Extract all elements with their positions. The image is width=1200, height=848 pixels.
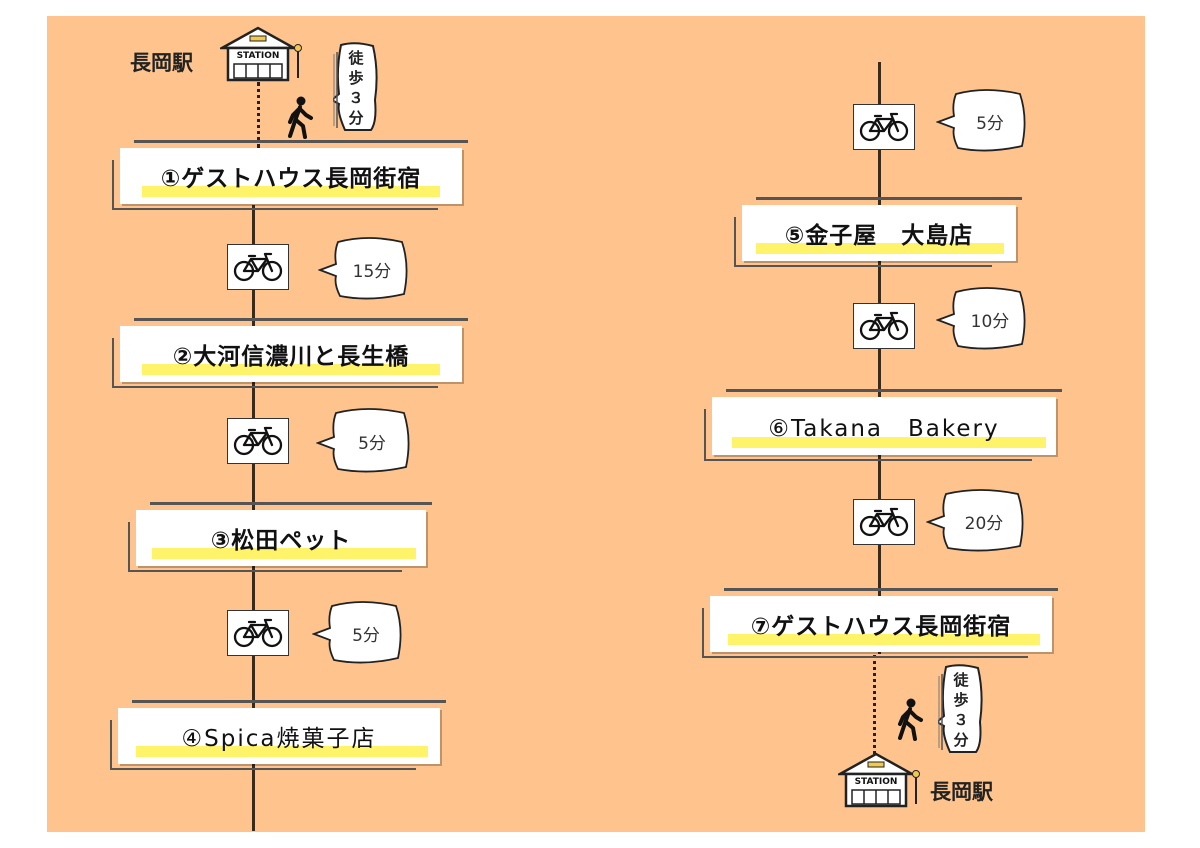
start-station-label: 長岡駅 (130, 51, 193, 75)
stop-label-4: ④Spica焼菓子店 (181, 726, 377, 752)
pedestrian-icon (896, 698, 924, 742)
time-text-2: 5分 (358, 433, 386, 454)
time-bubble-4: 5分 (936, 88, 1028, 154)
bicycle-icon (227, 244, 289, 290)
stop-card-7[interactable]: ⑦ゲストハウス長岡街宿 (702, 588, 1058, 658)
time-text-4: 5分 (976, 113, 1004, 134)
bicycle-icon (853, 499, 915, 545)
time-bubble-1: 15分 (318, 236, 410, 302)
time-bubble-3: 5分 (312, 600, 404, 666)
stop-card-1[interactable]: ①ゲストハウス長岡街宿 (112, 140, 468, 210)
end-station-label: 長岡駅 (930, 780, 993, 804)
walk-time-sign-start: 徒歩３分 (333, 42, 383, 134)
start-station-sign: STATION (237, 51, 280, 61)
time-text-6: 20分 (964, 513, 1004, 534)
stop-card-6[interactable]: ⑥Takana Bakery (704, 389, 1062, 461)
stop-card-2[interactable]: ②大河信濃川と長生橋 (112, 318, 468, 388)
walk-time-text-start: 徒歩３分 (348, 49, 364, 127)
stop-label-2: ②大河信濃川と長生橋 (172, 344, 410, 370)
label-highlight (152, 548, 416, 559)
route-line-right (878, 62, 881, 654)
label-highlight (756, 243, 1004, 254)
pedestrian-icon (286, 96, 314, 140)
time-text-3: 5分 (352, 625, 380, 646)
stop-card-5[interactable]: ⑤金子屋 大島店 (734, 197, 1022, 267)
time-text-5: 10分 (970, 311, 1010, 332)
stop-label-6: ⑥Takana Bakery (768, 416, 1000, 442)
label-highlight (142, 186, 440, 197)
bicycle-icon (227, 418, 289, 464)
time-bubble-5: 10分 (936, 286, 1028, 352)
station-icon: STATION (217, 26, 306, 82)
end-station-sign: STATION (855, 777, 898, 787)
walk-time-text-end: 徒歩３分 (953, 671, 969, 749)
stop-label-3: ③松田ペット (210, 528, 352, 554)
time-text-1: 15分 (352, 261, 392, 282)
stop-label-5: ⑤金子屋 大島店 (784, 223, 974, 249)
label-highlight (728, 634, 1040, 645)
bicycle-icon (853, 104, 915, 150)
walk-path-right (873, 655, 876, 760)
stop-label-1: ①ゲストハウス長岡街宿 (160, 166, 422, 192)
station-icon: STATION (835, 752, 924, 808)
label-highlight (732, 437, 1046, 448)
bicycle-icon (853, 303, 915, 349)
time-bubble-2: 5分 (316, 407, 412, 475)
label-highlight (142, 364, 440, 375)
stop-label-7: ⑦ゲストハウス長岡街宿 (750, 614, 1012, 640)
bicycle-icon (227, 610, 289, 656)
stop-card-3[interactable]: ③松田ペット (128, 502, 432, 572)
stop-card-4[interactable]: ④Spica焼菓子店 (110, 700, 446, 770)
walk-path-left (257, 82, 260, 148)
label-highlight (136, 746, 428, 757)
walk-time-sign-end: 徒歩３分 (938, 664, 988, 756)
time-bubble-6: 20分 (926, 488, 1026, 554)
